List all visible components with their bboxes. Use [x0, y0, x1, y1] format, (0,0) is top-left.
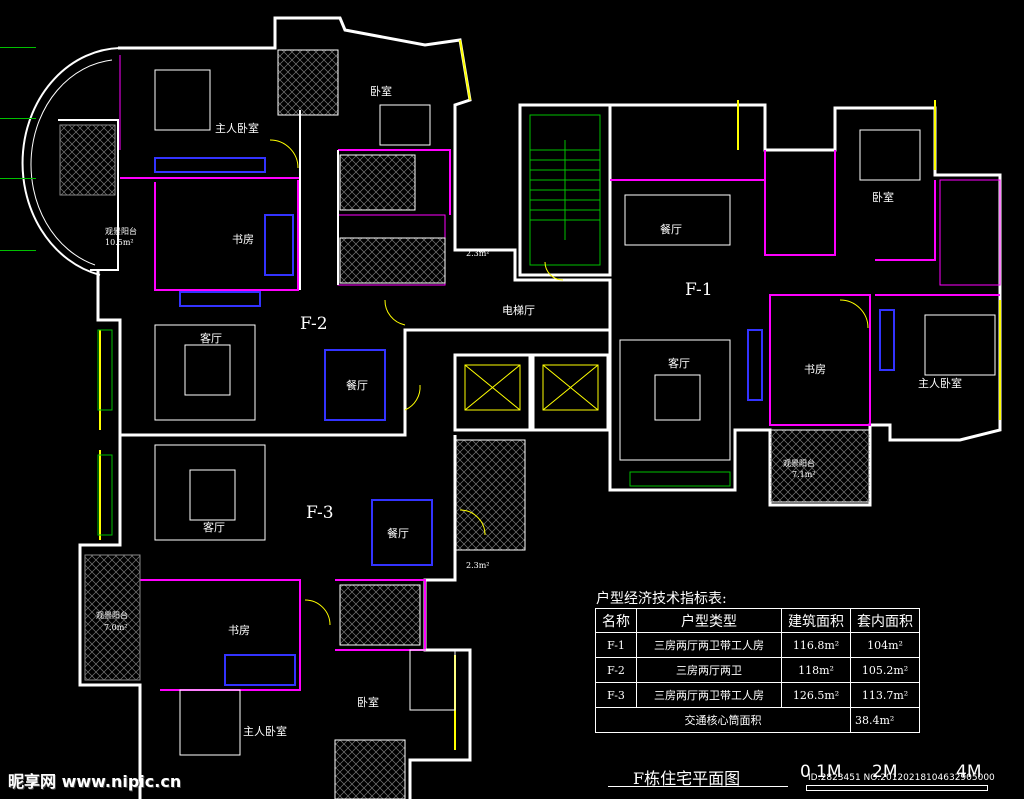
room-label: 餐厅 [387, 527, 409, 540]
room-area: 7.1m² [792, 470, 816, 479]
watermark-logo: 昵享网 www.nipic.cn [8, 772, 182, 791]
table-header-cell: 建筑面积 [781, 608, 851, 633]
table-header-cell: 名称 [595, 608, 637, 633]
room-label: 主人卧室 [918, 377, 962, 390]
table-cell: 126.5m² [781, 682, 851, 708]
unit-label: F-3 [306, 503, 334, 523]
title-underline [608, 786, 788, 787]
tick-mark [0, 178, 36, 179]
room-label: 观景阳台 [105, 227, 137, 236]
table-cell: 三房两厅两卫带工人房 [636, 632, 782, 658]
unit-label: F-2 [300, 314, 328, 334]
room-label: 书房 [232, 233, 254, 246]
indicator-table: 名称 户型类型 建筑面积 套内面积 F-1 三房两厅两卫带工人房 116.8m²… [595, 608, 920, 733]
table-cell: 104m² [850, 632, 920, 658]
room-label: 主人卧室 [215, 122, 259, 135]
room-label: 书房 [804, 363, 826, 376]
table-row: F-2 三房两厅两卫 118m² 105.2m² [595, 657, 920, 683]
room-label: 餐厅 [660, 223, 682, 236]
room-area: 7.0m² [104, 623, 128, 632]
room-label: 卧室 [357, 696, 379, 709]
scale-label: 2M [872, 762, 898, 782]
tick-mark [0, 250, 36, 251]
room-area: 2.3m² [466, 561, 490, 570]
table-cell: 116.8m² [781, 632, 851, 658]
unit-label: F-1 [685, 280, 713, 300]
table-cell: 交通核心筒面积 [595, 707, 851, 733]
outer-wall-f1 [608, 103, 1002, 507]
table-header-cell: 户型类型 [636, 608, 782, 633]
tick-mark [0, 47, 36, 48]
scale-label: 1M [816, 762, 842, 782]
table-cell: F-3 [595, 682, 637, 708]
table-cell: 113.7m² [850, 682, 920, 708]
table-header-cell: 套内面积 [850, 608, 920, 633]
room-area: 10.5m² [105, 238, 134, 247]
room-label: 观景阳台 [96, 611, 128, 620]
table-cell: 三房两厅两卫 [636, 657, 782, 683]
table-cell: 38.4m² [850, 707, 920, 733]
room-area: 2.3m² [466, 249, 490, 258]
table-title: 户型经济技术指标表: [596, 591, 727, 607]
scale-label: 0 [800, 762, 811, 782]
watermark-id: ID:2823451 NO:20120218104632905000 [808, 773, 995, 783]
room-label: 客厅 [200, 332, 222, 345]
table-cell: 105.2m² [850, 657, 920, 683]
room-label: 卧室 [370, 85, 392, 98]
table-row: F-1 三房两厅两卫带工人房 116.8m² 104m² [595, 632, 920, 658]
room-label: 客厅 [668, 357, 690, 370]
table-cell: F-2 [595, 657, 637, 683]
table-header-row: 名称 户型类型 建筑面积 套内面积 [595, 608, 920, 633]
curved-balcony-top [21, 47, 121, 276]
table-row: 交通核心筒面积 38.4m² [595, 707, 920, 733]
room-label: 观景阳台 [783, 459, 815, 468]
table-cell: 三房两厅两卫带工人房 [636, 682, 782, 708]
room-label: 书房 [228, 624, 250, 637]
table-cell: 118m² [781, 657, 851, 683]
plan-title: F栋住宅平面图 [633, 769, 741, 788]
room-label: 卧室 [872, 191, 894, 204]
room-label: 主人卧室 [243, 725, 287, 738]
scale-bar [806, 785, 988, 791]
room-label: 电梯厅 [502, 304, 535, 317]
tick-mark [0, 118, 36, 119]
scale-label: 4M [956, 762, 982, 782]
room-label: 餐厅 [346, 379, 368, 392]
room-label: 客厅 [203, 521, 225, 534]
table-cell: F-1 [595, 632, 637, 658]
table-row: F-3 三房两厅两卫带工人房 126.5m² 113.7m² [595, 682, 920, 708]
